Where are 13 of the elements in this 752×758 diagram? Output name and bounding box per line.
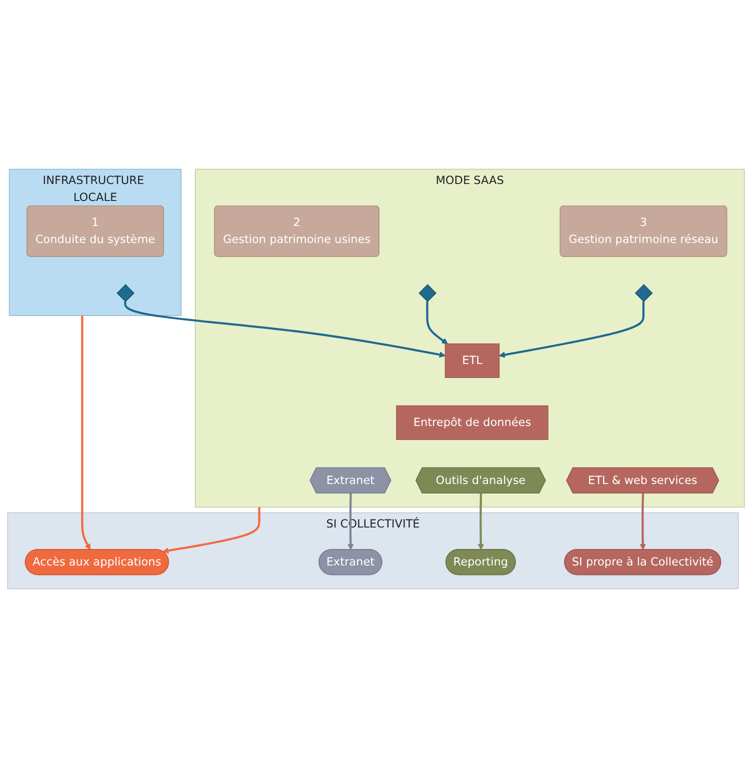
node-diamond <box>418 284 437 302</box>
node-box: ETL <box>444 343 500 378</box>
arrow <box>348 493 354 550</box>
arrow <box>426 302 448 344</box>
arrow <box>81 316 91 550</box>
node-diamond <box>634 284 653 302</box>
arrow <box>162 507 260 554</box>
node-box: Entrepôt de données <box>396 405 548 440</box>
arrow <box>640 493 646 550</box>
arrow <box>478 493 484 550</box>
arrow <box>124 302 446 358</box>
node-diamond <box>116 284 134 302</box>
arrow <box>498 302 645 358</box>
